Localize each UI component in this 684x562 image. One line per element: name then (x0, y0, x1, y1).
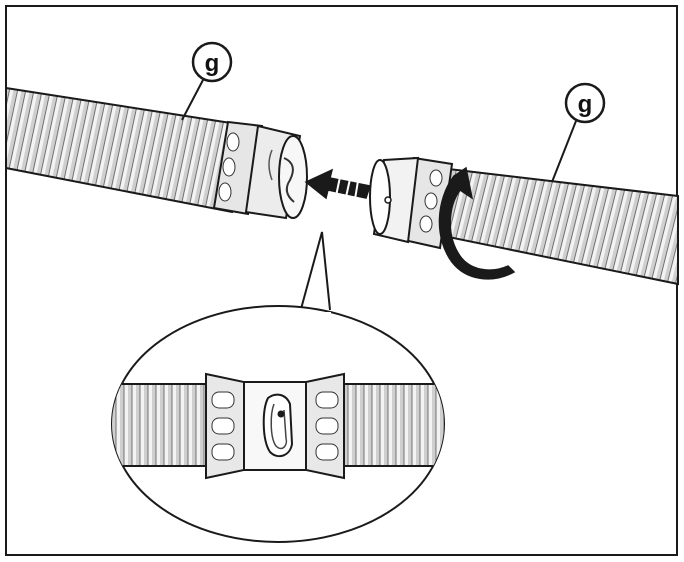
hose-right (369, 156, 679, 286)
label-g-left-text: g (205, 50, 220, 77)
rotate-arrow (438, 166, 516, 280)
locating-pin (384, 196, 392, 204)
label-g-right-text: g (578, 91, 593, 118)
hose-left (5, 86, 308, 220)
connector-collar-right (305, 372, 345, 480)
zoom-callout (111, 231, 445, 543)
label-g-right: g (551, 82, 606, 183)
push-arrow (304, 168, 371, 200)
label-g-left: g (181, 41, 233, 121)
connector-collar-left (205, 372, 245, 480)
bayonet-connector (243, 381, 307, 471)
